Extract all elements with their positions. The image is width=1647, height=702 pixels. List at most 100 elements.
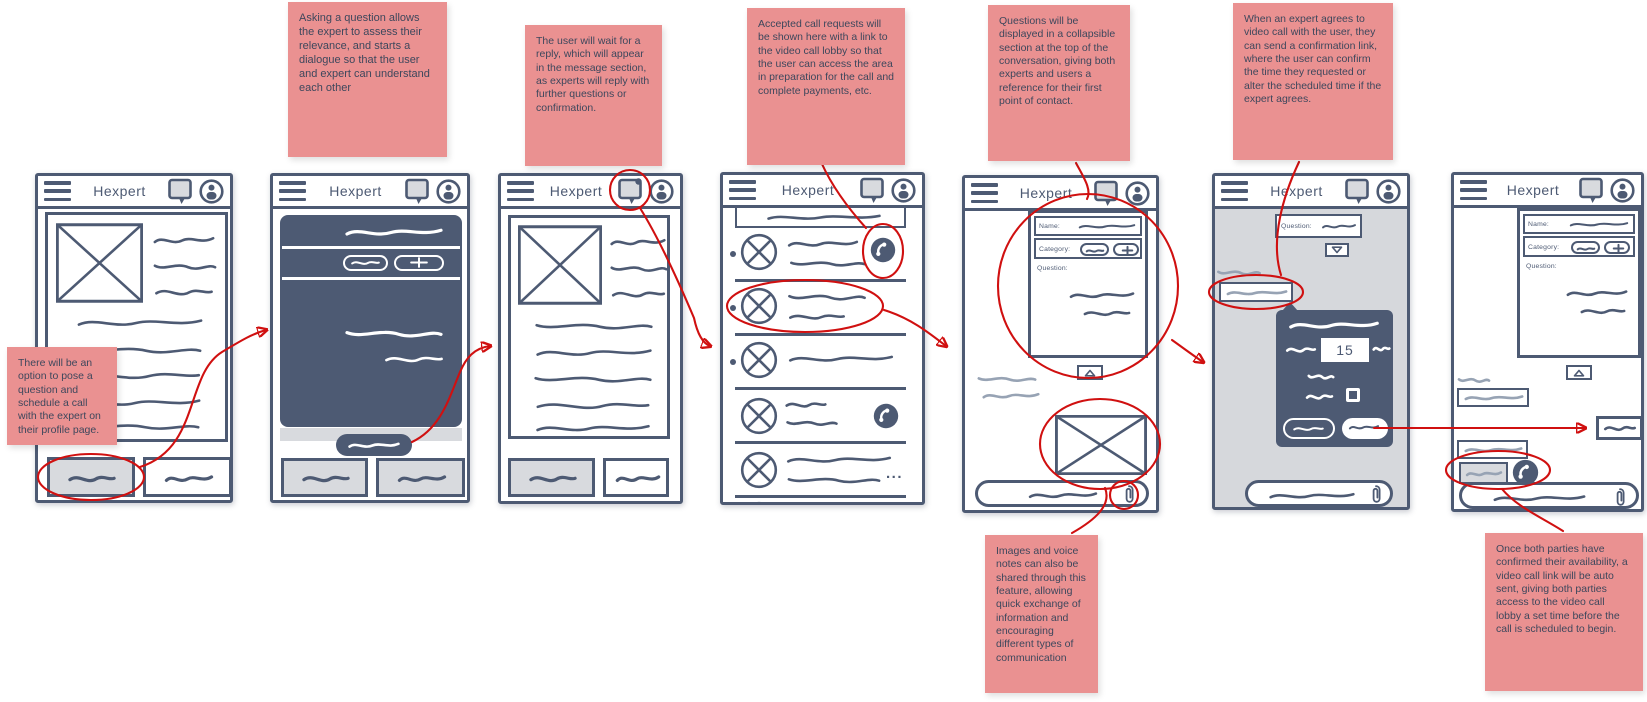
checkbox-label-squiggle <box>1306 394 1333 400</box>
conversation-list-item[interactable] <box>723 337 922 387</box>
confirmation-message[interactable] <box>1457 440 1528 459</box>
confirm-checkbox[interactable] <box>1346 388 1360 402</box>
sticky-note-accepted-calls: Accepted call requests will be shown her… <box>747 8 905 165</box>
profile-icon[interactable] <box>199 178 224 204</box>
confirm-time-button[interactable] <box>1342 418 1388 439</box>
pose-question-button[interactable] <box>47 457 135 497</box>
attach-link-pill[interactable] <box>343 255 388 271</box>
pose-question-button[interactable] <box>508 458 595 497</box>
category-tag-pill[interactable] <box>1080 243 1109 256</box>
profile-icon[interactable] <box>1376 178 1401 204</box>
add-attachment-pill[interactable] <box>394 255 444 271</box>
secondary-button-right[interactable] <box>376 458 465 497</box>
menu-icon[interactable] <box>279 181 306 201</box>
app-header: Hexpert <box>38 176 230 209</box>
text-squiggle <box>610 239 666 246</box>
sticky-note-pose-option: There will be an option to pose a questi… <box>7 347 117 445</box>
question-text-squiggle <box>1581 309 1625 314</box>
message-input[interactable] <box>975 480 1149 507</box>
menu-icon[interactable] <box>1221 181 1248 201</box>
app-title: Hexpert <box>1019 185 1073 201</box>
secondary-button-left[interactable] <box>281 458 368 497</box>
sent-confirmation-message[interactable] <box>1596 416 1641 440</box>
text-squiggle <box>153 237 215 244</box>
typed-text-squiggle <box>1269 493 1355 499</box>
app-title: Hexpert <box>329 183 382 199</box>
messages-icon[interactable] <box>860 177 885 204</box>
message-squiggle <box>785 402 827 408</box>
connector-5-6 <box>1170 338 1203 362</box>
avatar <box>740 233 778 271</box>
attachment-icon[interactable] <box>1123 484 1135 504</box>
collapse-toggle[interactable] <box>1077 365 1103 380</box>
message-input[interactable] <box>1459 482 1639 509</box>
plus-icon <box>1122 246 1133 255</box>
profile-icon[interactable] <box>1125 180 1150 206</box>
profile-icon[interactable] <box>1610 177 1635 203</box>
menu-icon[interactable] <box>507 181 534 201</box>
menu-icon[interactable] <box>44 181 71 201</box>
avatar <box>740 397 778 435</box>
menu-icon[interactable] <box>971 183 998 203</box>
send-question-button[interactable] <box>336 434 412 456</box>
conversation-list-item[interactable] <box>723 393 922 441</box>
attachment-icon[interactable] <box>1614 487 1626 507</box>
unread-dot <box>730 251 736 257</box>
modal-divider <box>282 277 460 280</box>
text-squiggle <box>612 291 665 298</box>
message-squiggle <box>786 456 892 463</box>
received-message-squiggle <box>1458 378 1490 383</box>
schedule-call-button[interactable] <box>143 457 230 497</box>
conversation-list-item[interactable]: ... <box>723 448 922 495</box>
attachment-icon[interactable] <box>1370 484 1382 504</box>
messages-icon[interactable] <box>168 178 193 205</box>
messages-icon-notification[interactable] <box>618 177 643 205</box>
call-link-icon[interactable] <box>870 237 896 263</box>
text-squiggle <box>155 289 213 296</box>
confirmation-link-message[interactable] <box>1219 282 1293 302</box>
message-squiggle <box>787 477 881 484</box>
call-link-icon[interactable] <box>873 403 899 429</box>
messages-icon[interactable] <box>1579 177 1604 204</box>
category-label: Category: <box>1528 244 1560 251</box>
add-category-pill[interactable] <box>1604 241 1630 254</box>
message-input[interactable] <box>1245 480 1393 507</box>
messages-icon[interactable] <box>405 178 430 205</box>
message-squiggle <box>788 240 858 247</box>
search-bar[interactable] <box>735 206 906 228</box>
list-divider <box>735 333 906 336</box>
profile-icon[interactable] <box>649 178 674 204</box>
collapsed-question-bar[interactable]: Question: <box>1275 214 1362 238</box>
message-squiggle <box>790 261 866 267</box>
pill-squiggle <box>351 261 380 265</box>
collapse-toggle[interactable] <box>1566 365 1592 380</box>
image-placeholder <box>518 225 602 305</box>
messages-icon[interactable] <box>1345 178 1370 205</box>
button-label-squiggle <box>348 443 400 448</box>
expand-toggle[interactable] <box>1325 243 1349 257</box>
menu-icon[interactable] <box>1460 180 1487 200</box>
duration-input[interactable]: 15 <box>1321 338 1369 362</box>
shared-image-placeholder[interactable] <box>1055 415 1147 475</box>
modal-title-squiggle <box>345 228 443 236</box>
alter-time-button[interactable] <box>1283 418 1335 439</box>
phone-3-waiting-reply: Hexpert <box>498 173 683 504</box>
profile-content-panel <box>508 215 670 439</box>
phone-6-schedule-confirm: Hexpert Question: 15 <box>1212 173 1410 510</box>
profile-icon[interactable] <box>891 177 916 203</box>
list-divider <box>735 441 906 444</box>
option-squiggle <box>1307 374 1335 380</box>
messages-icon[interactable] <box>1094 180 1119 207</box>
confirmation-message[interactable] <box>1457 388 1529 407</box>
profile-icon[interactable] <box>436 178 461 204</box>
conversation-list-item[interactable] <box>723 282 922 332</box>
video-call-link-button[interactable] <box>1459 462 1508 484</box>
question-label: Question: <box>1526 263 1557 270</box>
add-category-pill[interactable] <box>1113 243 1139 256</box>
schedule-call-button[interactable] <box>603 458 669 497</box>
category-tag-pill[interactable] <box>1571 241 1600 254</box>
conversation-list-item[interactable] <box>723 228 922 278</box>
menu-icon[interactable] <box>729 180 756 200</box>
truncation-ellipsis: ... <box>886 465 904 482</box>
button-label-squiggle <box>616 475 660 482</box>
